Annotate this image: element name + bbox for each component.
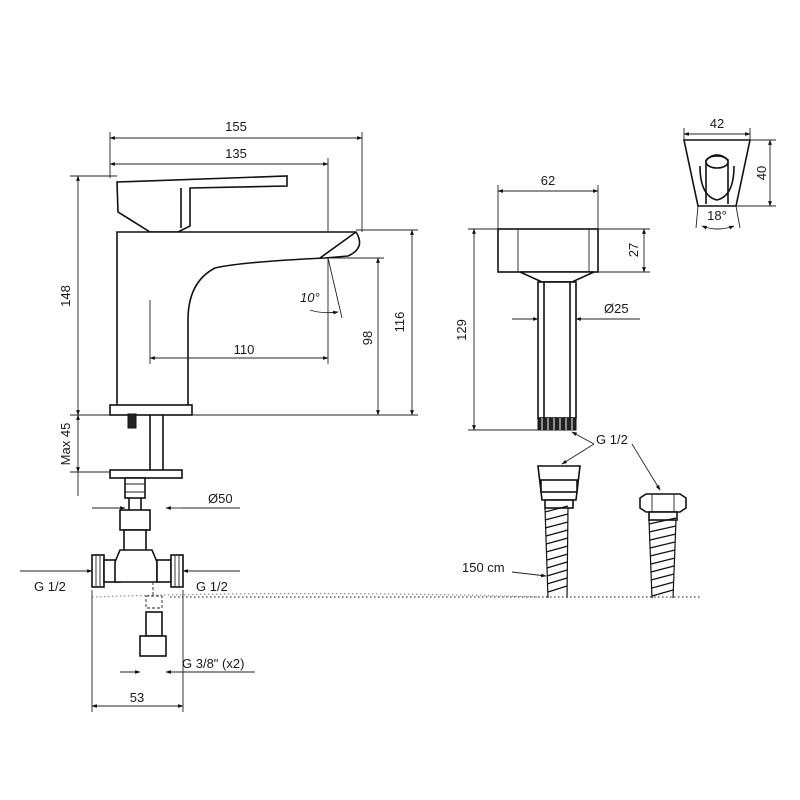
label-max45: Max 45 [58, 423, 73, 466]
label-18deg: 18° [707, 208, 727, 223]
label-135: 135 [225, 146, 247, 161]
label-155: 155 [225, 119, 247, 134]
label-150cm: 150 cm [462, 560, 505, 575]
label-g38: G 3/8" (x2) [182, 656, 244, 671]
label-g12-left: G 1/2 [34, 579, 66, 594]
label-d25: Ø25 [604, 301, 629, 316]
label-129: 129 [454, 319, 469, 341]
label-98: 98 [360, 331, 375, 345]
valve-body [91, 549, 184, 657]
dimension-labels: 155 135 148 110 10° 98 116 Max 45 Ø50 G … [34, 116, 769, 705]
hand-shower [497, 228, 599, 431]
label-110: 110 [234, 342, 255, 357]
label-d50: Ø50 [208, 491, 233, 506]
label-53: 53 [130, 690, 144, 705]
label-148: 148 [58, 285, 73, 307]
dimension-lines [20, 128, 776, 712]
label-40: 40 [754, 166, 769, 180]
label-62: 62 [541, 173, 555, 188]
label-27: 27 [626, 243, 641, 257]
label-g12-right: G 1/2 [196, 579, 228, 594]
shower-hose [537, 465, 687, 599]
label-42: 42 [710, 116, 724, 131]
label-g12-shower: G 1/2 [596, 432, 628, 447]
label-10deg: 10° [300, 290, 320, 305]
mounting-assembly [109, 413, 183, 553]
label-116: 116 [392, 312, 407, 333]
shower-holder [683, 139, 751, 207]
faucet-body [109, 175, 361, 416]
